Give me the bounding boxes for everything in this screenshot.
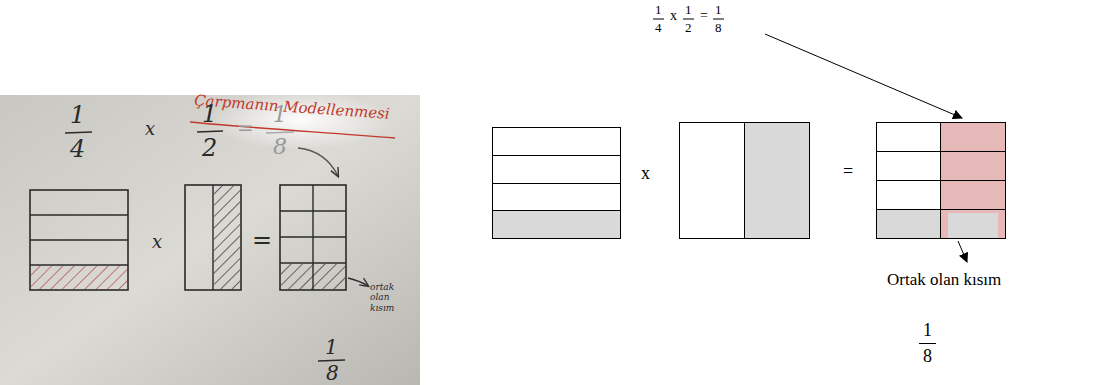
fraction-numerator: 1 <box>655 3 662 16</box>
fraction-numerator: 1 <box>685 3 692 16</box>
fraction-denominator: 8 <box>923 347 932 365</box>
fraction-numerator: 1 <box>273 104 287 126</box>
common-part-label: Ortak olan kısım <box>887 271 1001 288</box>
fraction-numerator: 1 <box>923 321 932 339</box>
fraction-numerator: 1 <box>70 103 85 127</box>
fraction-denominator: 8 <box>326 363 339 383</box>
fraction-numerator: 1 <box>715 3 722 16</box>
fraction-denominator: 8 <box>715 21 722 34</box>
common-part-note: ortak olan kısım <box>370 282 416 313</box>
fraction-denominator: 8 <box>273 136 287 158</box>
operator-sign: x <box>670 9 677 23</box>
operator-sign: x <box>641 164 650 182</box>
operator-sign: x <box>152 233 162 251</box>
operator-sign: = <box>843 162 853 180</box>
operator-sign: = <box>700 9 708 23</box>
fraction-denominator: 4 <box>70 137 85 161</box>
operator-sign: = <box>252 228 272 252</box>
operator-sign: = <box>237 118 254 138</box>
fraction-denominator: 2 <box>202 136 217 160</box>
fraction-denominator: 2 <box>685 21 692 34</box>
fraction-numerator: 1 <box>325 337 338 357</box>
digital-model <box>493 19 1006 344</box>
fraction-numerator: 1 <box>202 102 217 126</box>
operator-sign: x <box>145 120 155 138</box>
fraction-denominator: 4 <box>655 21 662 34</box>
whiteboard-photo <box>0 90 420 385</box>
